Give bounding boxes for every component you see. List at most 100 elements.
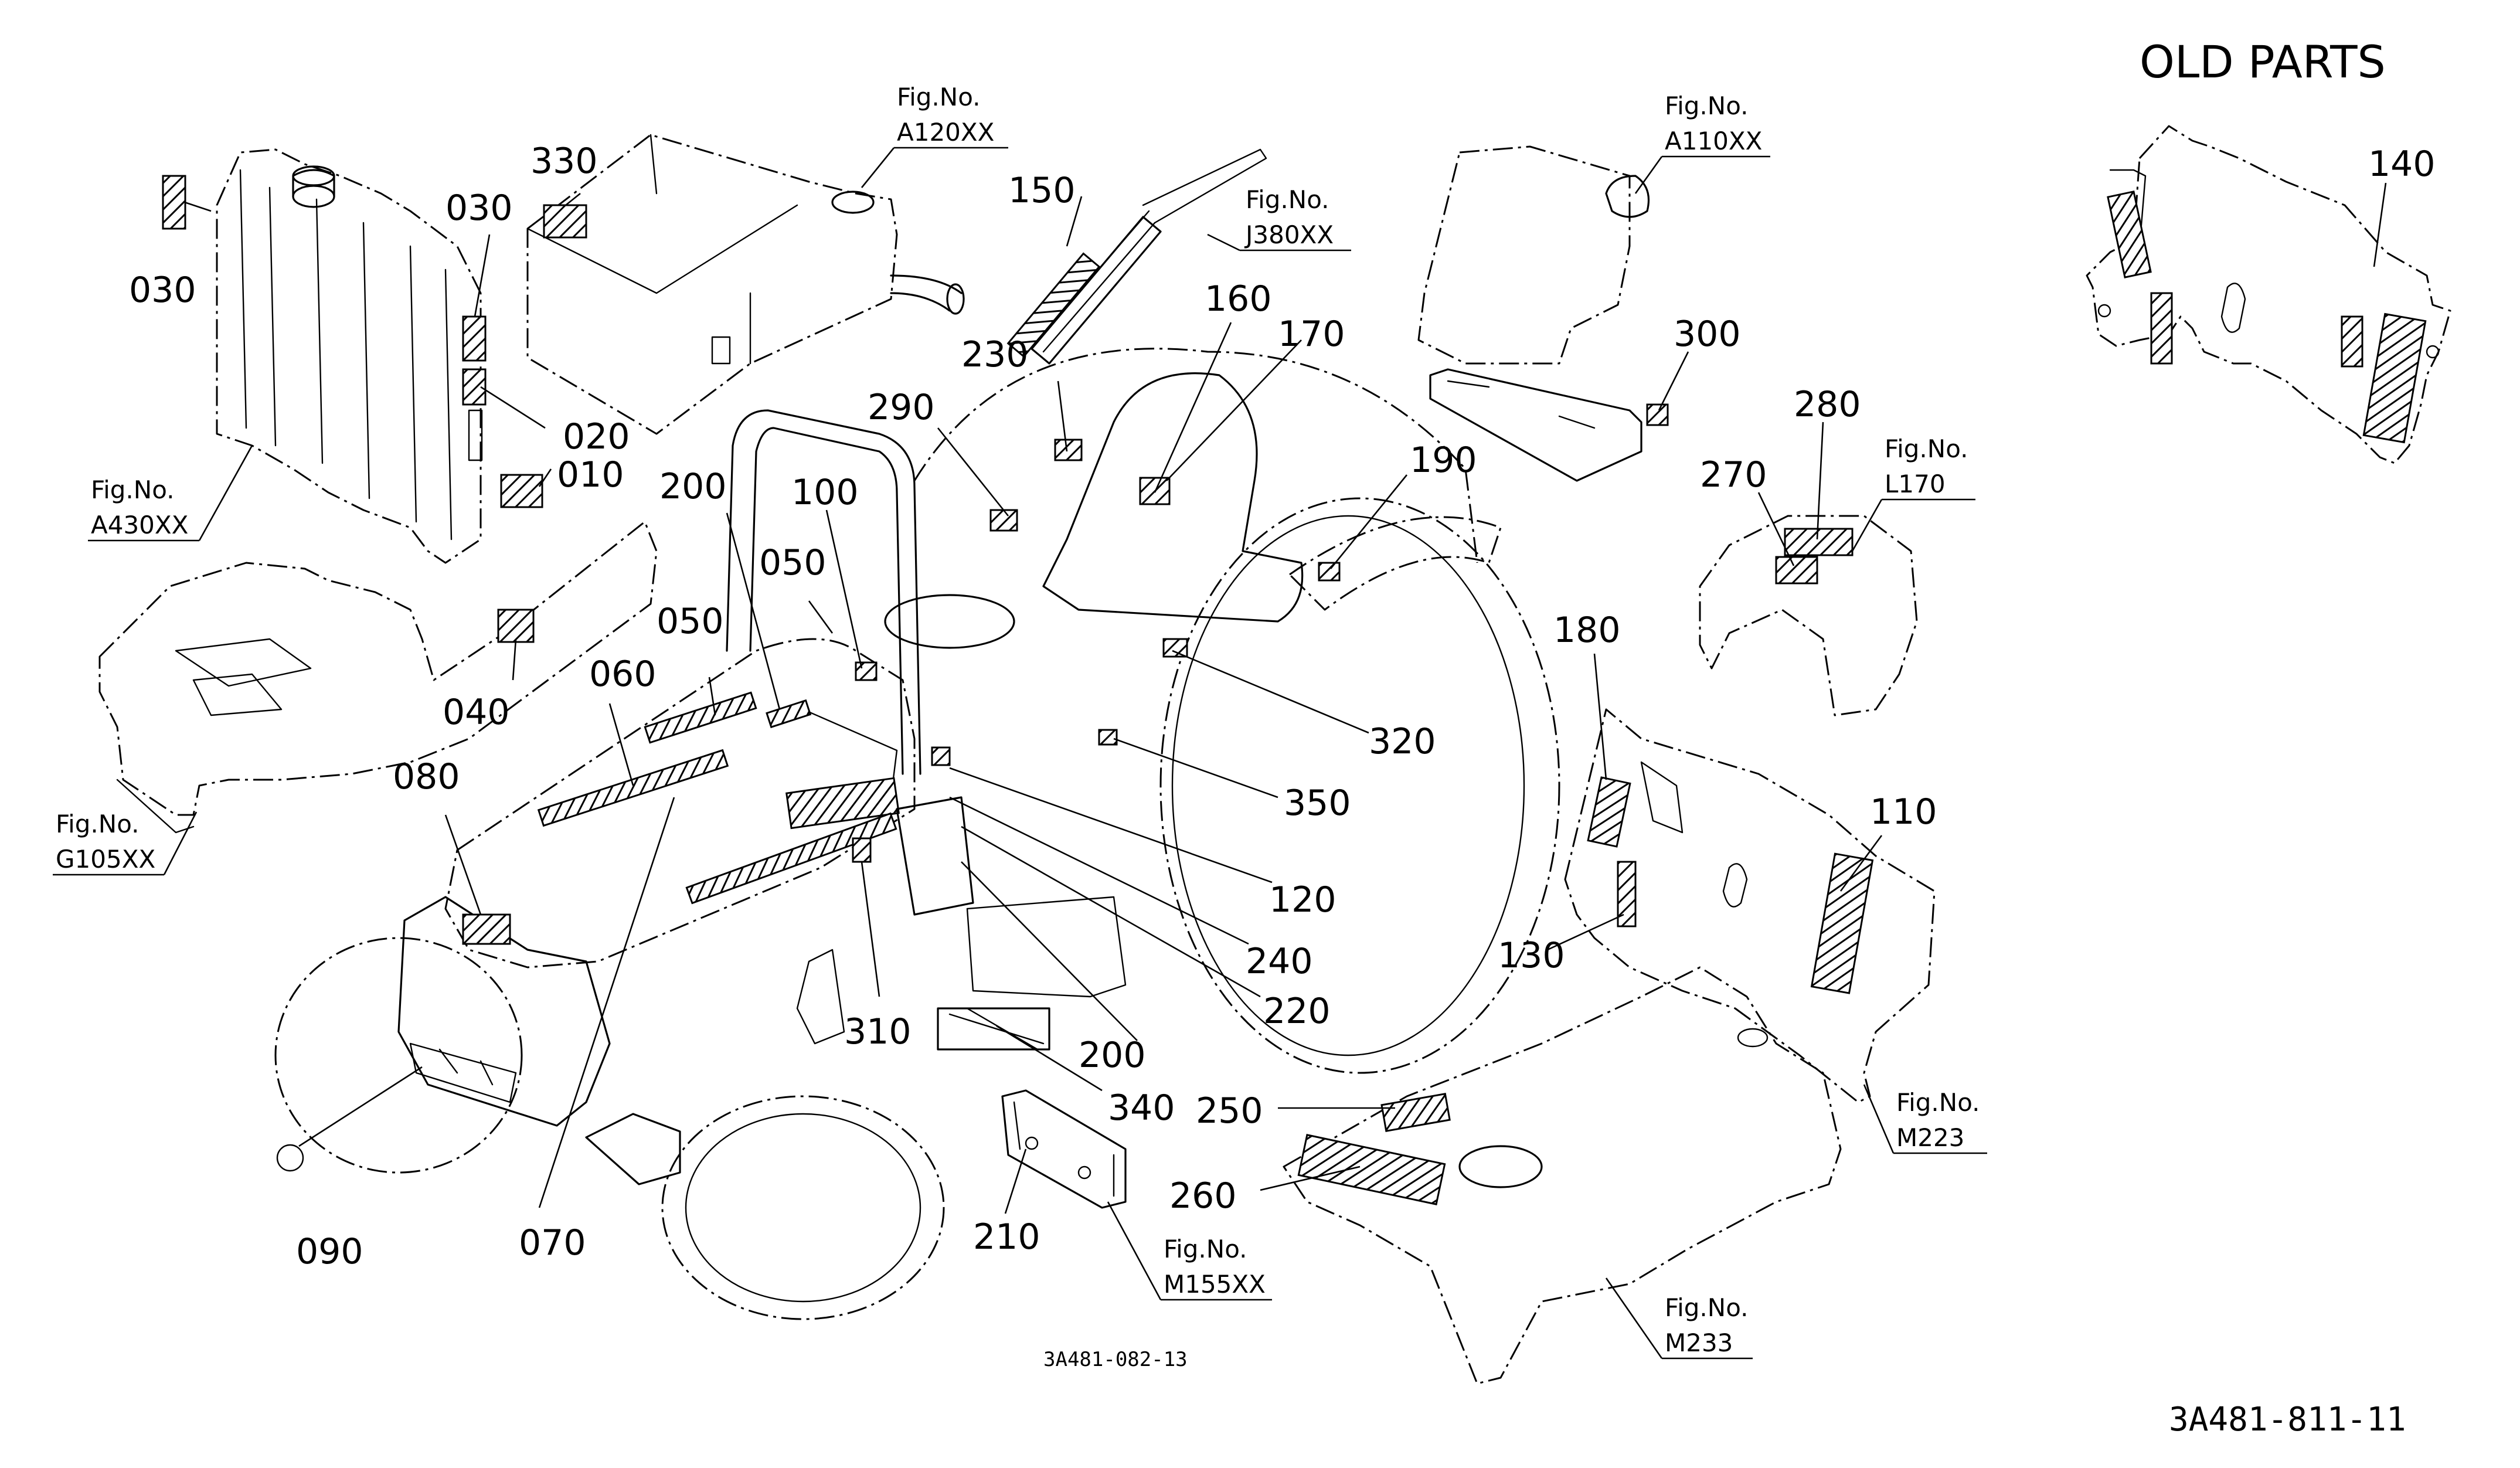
callout-090: 090 <box>296 1231 363 1272</box>
svg-text:Fig.No.: Fig.No. <box>91 475 175 504</box>
callout-100: 100 <box>791 472 859 513</box>
decal-060-big <box>785 777 900 830</box>
decal-230 <box>1054 439 1083 461</box>
callout-120: 120 <box>1269 879 1336 920</box>
front-tire-right <box>661 1095 945 1320</box>
decal-330 <box>543 204 587 239</box>
callout-250: 250 <box>1196 1090 1263 1131</box>
callout-010: 010 <box>557 454 624 495</box>
callout-320: 320 <box>1369 721 1436 762</box>
callout-310: 310 <box>844 1011 912 1052</box>
decal-100 <box>855 661 878 681</box>
callout-240: 240 <box>1246 941 1313 982</box>
fuel-tank-assembly <box>526 134 965 435</box>
fig-ref-A430: Fig.No. A430XX <box>88 445 253 542</box>
fender-small <box>1699 515 1918 716</box>
callout-130: 130 <box>1498 935 1565 976</box>
decal-050 <box>644 691 757 744</box>
drawing-code: 3A481-811-11 <box>2169 1401 2406 1439</box>
fig-ref-A110: Fig.No. A110XX <box>1634 91 1770 194</box>
decal-150 <box>1006 252 1101 358</box>
sub-drawing-code: 3A481-082-13 <box>1043 1348 1188 1371</box>
decal-310 <box>852 837 872 863</box>
fig-ref-M233: Fig.No. M233 <box>1605 1277 1753 1360</box>
svg-text:Fig.No.: Fig.No. <box>56 810 140 838</box>
bracket-210 <box>1001 1089 1127 1209</box>
sub-tank-assembly <box>1417 145 1669 482</box>
leader-lines <box>184 192 1883 1214</box>
decal-040 <box>497 609 535 643</box>
old-decal-left <box>2107 190 2152 278</box>
decal-300 <box>1646 403 1669 426</box>
svg-text:A120XX: A120XX <box>897 118 994 147</box>
svg-text:A110XX: A110XX <box>1665 127 1762 155</box>
fig-ref-L170: Fig.No. L170 <box>1851 434 1975 552</box>
decal-350 <box>1098 729 1118 746</box>
decal-320 <box>1162 638 1188 658</box>
callout-080: 080 <box>393 756 460 797</box>
callout-020: 020 <box>563 416 630 457</box>
callout-290: 290 <box>868 387 935 428</box>
rear-panel <box>1564 708 1936 1103</box>
callout-300: 300 <box>1674 314 1741 355</box>
callout-050-left: 050 <box>657 601 724 642</box>
rear-fender-cover <box>1283 966 1842 1385</box>
tractor-body <box>274 348 1560 1320</box>
callout-160: 160 <box>1205 278 1272 320</box>
callout-340: 340 <box>1108 1088 1175 1129</box>
callout-200-bottom: 200 <box>1079 1035 1146 1076</box>
decal-250 <box>1380 1093 1451 1132</box>
decal-080 <box>462 913 511 945</box>
cap-090 <box>276 1144 304 1172</box>
decal-200 <box>766 699 812 729</box>
callout-110: 110 <box>1870 791 1937 832</box>
svg-text:M233: M233 <box>1665 1328 1733 1357</box>
decal-280 <box>1784 528 1854 556</box>
front-panel-assembly <box>98 521 658 834</box>
decal-030-left <box>162 175 186 230</box>
callout-140: 140 <box>2368 144 2436 185</box>
old-parts-panel: OLD PARTS 140 <box>2086 36 2451 464</box>
callout-190: 190 <box>1410 440 1477 481</box>
svg-text:Fig.No.: Fig.No. <box>1665 1293 1749 1322</box>
callout-070: 070 <box>519 1222 586 1263</box>
svg-text:M155XX: M155XX <box>1164 1270 1266 1299</box>
fig-ref-M223: Fig.No. M223 <box>1863 1084 1987 1154</box>
radiator-assembly <box>162 148 543 564</box>
callout-050-right: 050 <box>759 542 827 583</box>
front-tire-left <box>274 937 523 1174</box>
callout-030-left: 030 <box>129 270 196 311</box>
decal-hood-side <box>685 812 897 905</box>
fig-ref-M155: Fig.No. M155XX <box>1107 1201 1272 1301</box>
callout-180: 180 <box>1553 610 1621 651</box>
rear-tire-right <box>1159 497 1560 1074</box>
callout-170: 170 <box>1278 314 1345 355</box>
svg-text:Fig.No.: Fig.No. <box>1885 434 1968 463</box>
callout-210: 210 <box>973 1216 1040 1258</box>
decal-120 <box>931 746 951 766</box>
callout-150: 150 <box>1008 170 1076 211</box>
svg-text:A430XX: A430XX <box>91 511 188 539</box>
svg-text:L170: L170 <box>1885 470 1946 498</box>
decal-030-right <box>462 315 487 362</box>
callout-060: 060 <box>589 654 657 695</box>
old-decal-right <box>2362 312 2427 444</box>
callout-200-top: 200 <box>659 466 727 507</box>
old-parts-title: OLD PARTS <box>2140 36 2386 88</box>
callout-270: 270 <box>1700 454 1767 495</box>
decal-060 <box>537 749 729 827</box>
decal-110 <box>1810 852 1874 994</box>
old-decal-small <box>2150 292 2173 365</box>
fig-ref-J380: Fig.No. J380XX <box>1207 185 1351 252</box>
callout-numbers: 330 030 030 020 010 040 060 050 050 200 … <box>129 141 1937 1272</box>
callout-260: 260 <box>1169 1175 1237 1216</box>
callout-040: 040 <box>443 692 510 733</box>
svg-text:Fig.No.: Fig.No. <box>1665 91 1749 120</box>
svg-text:G105XX: G105XX <box>56 845 155 874</box>
old-decal-mid <box>2341 315 2363 368</box>
svg-text:Fig.No.: Fig.No. <box>1246 185 1329 214</box>
svg-text:M223: M223 <box>1896 1123 1964 1152</box>
svg-text:Fig.No.: Fig.No. <box>1896 1088 1980 1117</box>
svg-text:J380XX: J380XX <box>1244 220 1334 249</box>
decal-010 <box>500 474 543 508</box>
